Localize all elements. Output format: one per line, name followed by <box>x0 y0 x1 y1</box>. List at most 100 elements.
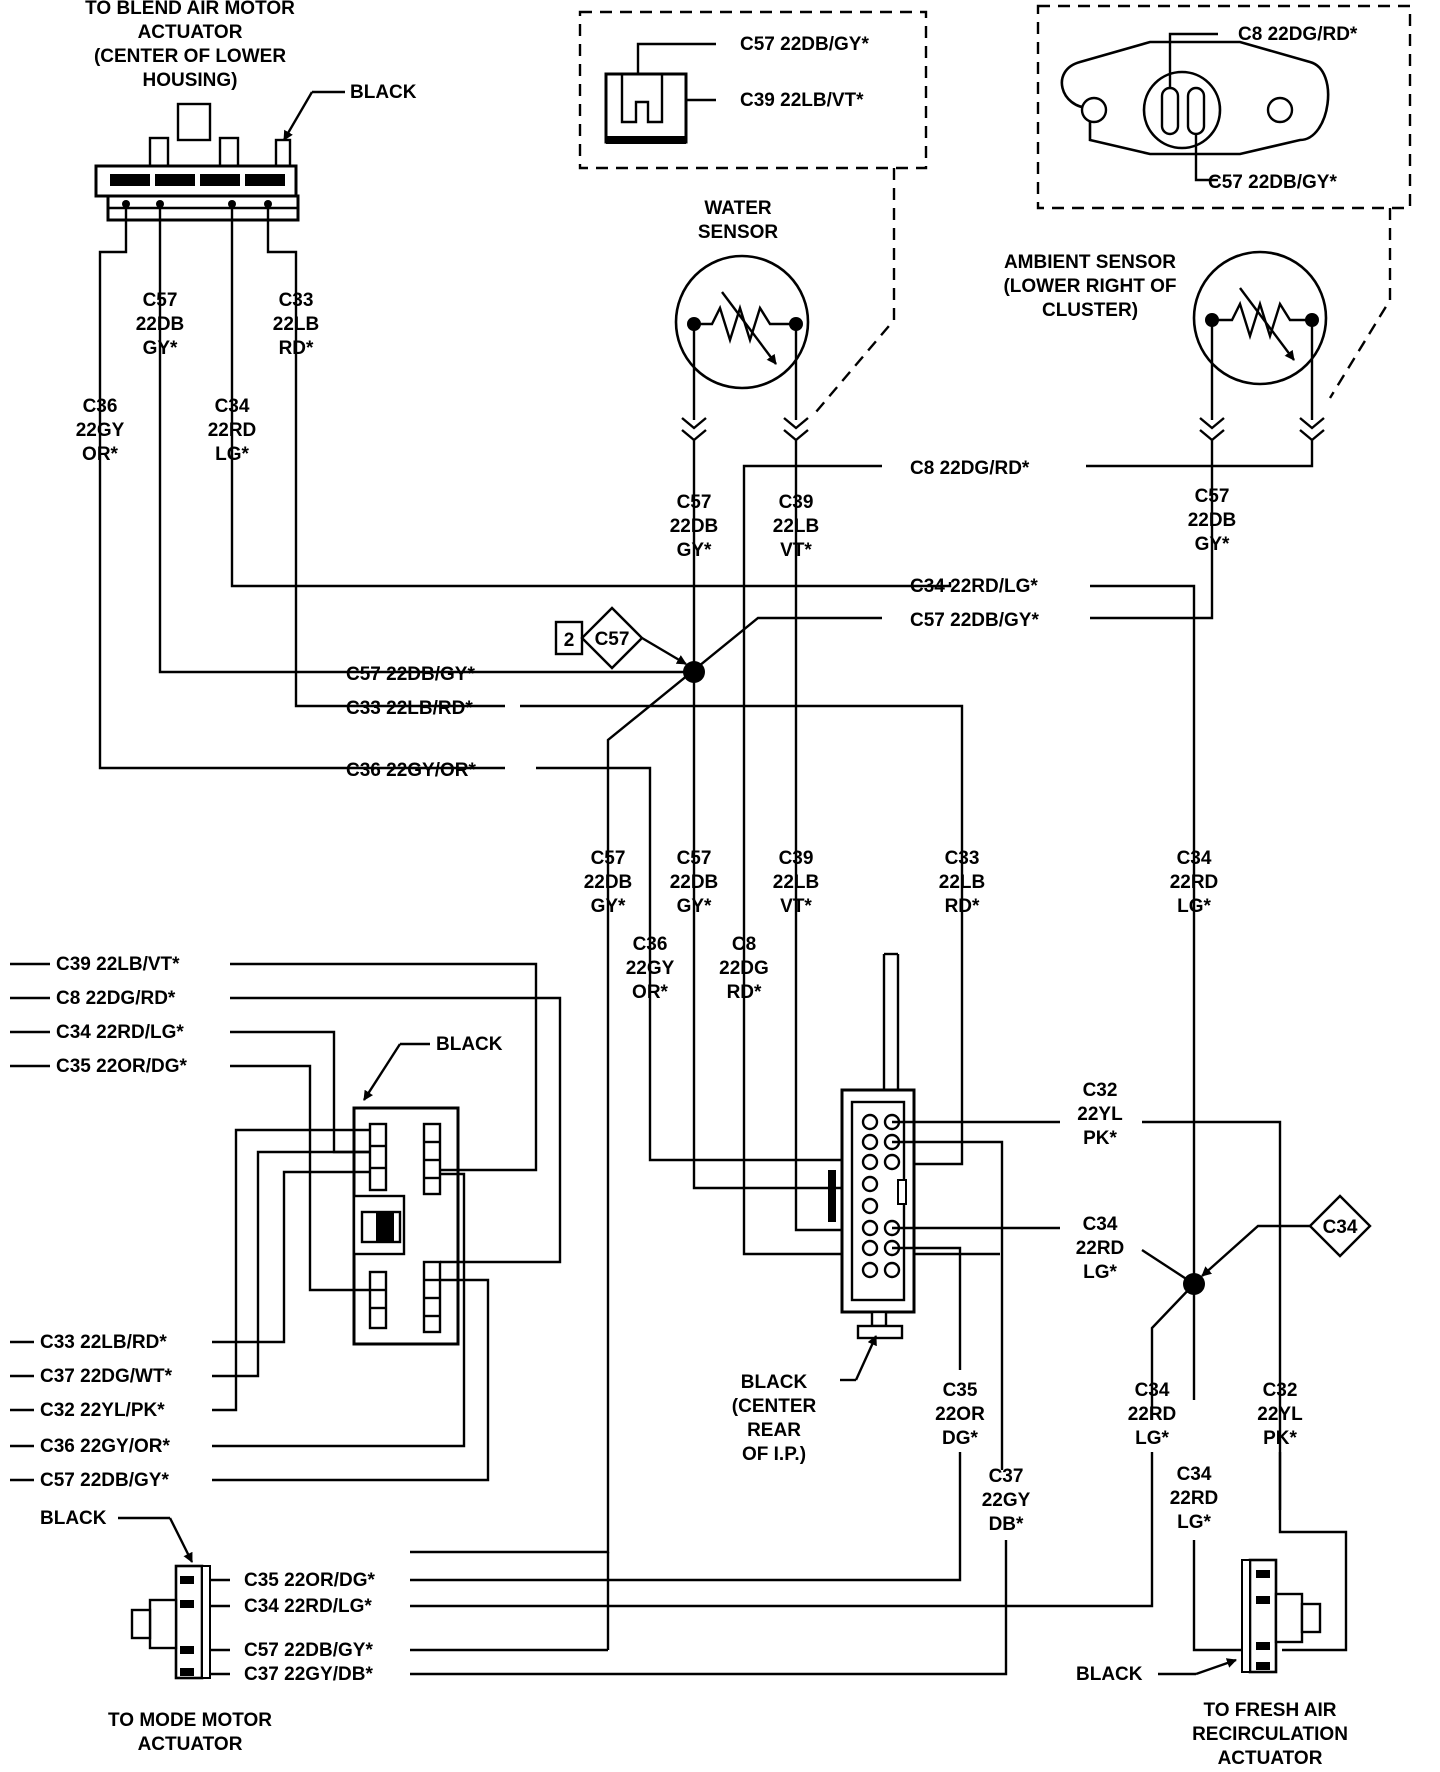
ambient-sensor-connector-box: C8 22DG/RD* C57 22DB/GY* <box>1036 4 1412 210</box>
wire-c8-ambient <box>1086 440 1314 468</box>
fresh-title-2: RECIRCULATION <box>1192 1724 1348 1745</box>
v-c57b-2: 22DB <box>670 872 719 893</box>
wire-left-c57 <box>212 1278 490 1482</box>
v-c34c-3: LG* <box>1135 1428 1169 1449</box>
left-top-wire-1: C39 22LB/VT* <box>56 954 180 975</box>
mode-wire-4: C37 22GY/DB* <box>244 1664 373 1685</box>
mode-motor-actuator: BLACK C35 22OR/DG* C34 22RD/LG* C57 22DB… <box>40 1508 610 1755</box>
v-c32b-1: C32 <box>1263 1380 1298 1401</box>
left-top-wire-2: C8 22DG/RD* <box>56 988 176 1009</box>
blend-actuator-connector <box>94 102 300 222</box>
v-c39-3: VT* <box>780 896 812 917</box>
v-c32-1: C32 <box>1083 1080 1118 1101</box>
left-connector: BLACK C39 22LB/VT* C8 22DG/RD* C34 22RD/… <box>10 954 562 1491</box>
v-c36-3: OR* <box>632 982 669 1003</box>
fresh-title-3: ACTUATOR <box>1218 1748 1323 1769</box>
ambient-conn-lead-1 <box>1168 32 1218 88</box>
mode-wire-1: C35 22OR/DG* <box>244 1570 376 1591</box>
v-c8-2: 22DG <box>719 958 769 979</box>
wire-left-c36 <box>212 1172 466 1448</box>
wire-c57-blend <box>158 204 540 674</box>
ambient-title-2: (LOWER RIGHT OF <box>1003 276 1176 297</box>
v-c33-2: 22LB <box>939 872 985 893</box>
v-c8-1: C8 <box>732 934 756 955</box>
wire-c33-blend <box>266 204 505 708</box>
v-c35-3: DG* <box>942 1428 979 1449</box>
blend-c34-2: 22RD <box>208 420 257 441</box>
center-conn-label-4: OF I.P.) <box>742 1444 806 1465</box>
blend-c34-1: C34 <box>215 396 250 417</box>
ambient-title-1: AMBIENT SENSOR <box>1004 252 1176 273</box>
splice-c57-num: 2 <box>564 630 575 651</box>
v-c8-3: RD* <box>727 982 762 1003</box>
blend-c57-2: 22DB <box>136 314 185 335</box>
blend-c36-3: OR* <box>82 444 119 465</box>
v-c37-2: 22GY <box>982 1490 1031 1511</box>
blend-black-arrow <box>282 91 314 141</box>
v-c37-3: DB* <box>989 1514 1024 1535</box>
water-conn-lead-1 <box>636 42 716 74</box>
wire-c36-trunk <box>536 766 880 1162</box>
wire-c32-fresh <box>1278 1452 1348 1652</box>
left-top-wire-3: C34 22RD/LG* <box>56 1022 184 1043</box>
ambient-title-3: CLUSTER) <box>1042 300 1138 321</box>
water-sensor-title-2: SENSOR <box>698 222 779 243</box>
v-c57b-1: C57 <box>677 848 712 869</box>
wire-c32 <box>1142 1120 1282 1510</box>
ambient-sensor: AMBIENT SENSOR (LOWER RIGHT OF CLUSTER) … <box>1003 208 1392 555</box>
trunk-c57-left-label: C57 22DB/GY* <box>346 664 475 685</box>
wire-left-c39 <box>230 962 538 1172</box>
trunk-c57-label: C57 22DB/GY* <box>910 610 1039 631</box>
blend-actuator-title-3: (CENTER OF LOWER <box>94 46 286 67</box>
v-c34b-3: LG* <box>1083 1262 1117 1283</box>
v-c34-2: 22RD <box>1170 872 1219 893</box>
v-c33-1: C33 <box>945 848 980 869</box>
fresh-air-actuator: BLACK TO FRESH AIR RECIRCULATION ACTUATO… <box>1076 1558 1348 1769</box>
v-c39-2: 22LB <box>773 872 819 893</box>
fresh-title-1: TO FRESH AIR <box>1203 1700 1336 1721</box>
v-c57b-3: GY* <box>677 896 712 917</box>
v-c34d-1: C34 <box>1177 1464 1212 1485</box>
splice-c57 <box>683 661 705 683</box>
left-bottom-wire-5: C57 22DB/GY* <box>40 1470 169 1491</box>
v-c37-1: C37 <box>989 1466 1024 1487</box>
ambient-conn-label-2: C57 22DB/GY* <box>1208 172 1337 193</box>
v-c34b-1: C34 <box>1083 1214 1118 1235</box>
left-conn-black: BLACK <box>436 1034 503 1055</box>
water-conn-label-1: C57 22DB/GY* <box>740 34 869 55</box>
water-sensor: WATER SENSOR C57 22DB GY* C39 22LB VT* <box>670 168 896 561</box>
wire-c35 <box>892 1246 962 1370</box>
wire-c34-mode <box>410 1452 1154 1608</box>
splice-c57-id: C57 <box>595 629 630 650</box>
v-c32-2: 22YL <box>1077 1104 1123 1125</box>
water-conn-label-2: C39 22LB/VT* <box>740 90 864 111</box>
blend-c57-3: GY* <box>143 338 178 359</box>
blend-c57-1: C57 <box>143 290 178 311</box>
trunk-wiring: C8 22DG/RD* C34 22RD/LG* C57 22DB/GY* C5… <box>346 440 1314 1554</box>
v-c39-1: C39 <box>779 848 814 869</box>
mode-wire-3: C57 22DB/GY* <box>244 1640 373 1661</box>
wire-c57-ambient <box>1090 440 1214 620</box>
mode-title-2: ACTUATOR <box>138 1734 243 1755</box>
blend-c33-1: C33 <box>279 290 314 311</box>
center-conn-label-1: BLACK <box>741 1372 808 1393</box>
v-c32b-3: PK* <box>1263 1428 1297 1449</box>
v-c34d-3: LG* <box>1177 1512 1211 1533</box>
blend-actuator-black-label: BLACK <box>350 82 417 103</box>
v-c57a-1: C57 <box>591 848 626 869</box>
trunk-c8-label: C8 22DG/RD* <box>910 458 1030 479</box>
ambient-conn-label-1: C8 22DG/RD* <box>1238 24 1358 45</box>
v-c36-1: C36 <box>633 934 668 955</box>
wire-c35-mode <box>410 1452 962 1582</box>
wire-c37-mode <box>410 1540 1008 1676</box>
v-c32b-2: 22YL <box>1257 1404 1303 1425</box>
splice-c34-id: C34 <box>1323 1217 1358 1238</box>
center-right-wires: C32 22YL PK* C34 22RD LG* C34 C35 22OR D… <box>410 1080 1372 1676</box>
center-conn-label-3: REAR <box>747 1420 801 1441</box>
blend-c33-2: 22LB <box>273 314 319 335</box>
v-c34-3: LG* <box>1177 896 1211 917</box>
left-bottom-wire-1: C33 22LB/RD* <box>40 1332 167 1353</box>
v-c34d-2: 22RD <box>1170 1488 1219 1509</box>
left-bottom-wire-4: C36 22GY/OR* <box>40 1436 170 1457</box>
